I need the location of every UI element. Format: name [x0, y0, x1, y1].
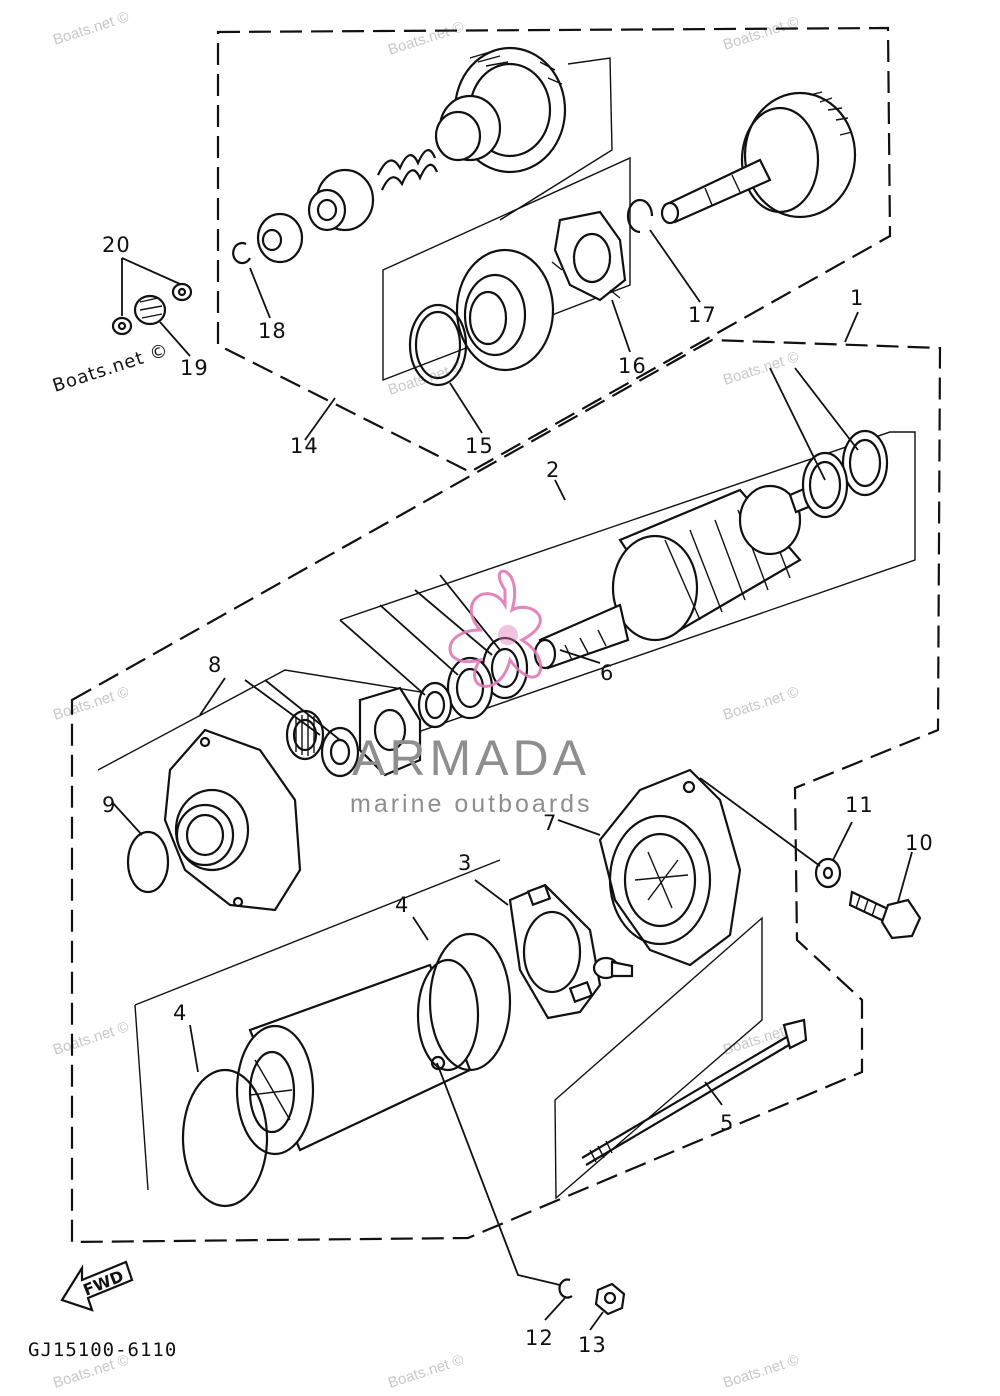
- gasket-4-rear: [428, 932, 512, 1072]
- drawing-code: GJ15100-6110: [28, 1339, 177, 1361]
- washers-near-armature: [801, 429, 889, 519]
- front-cover: [163, 728, 302, 912]
- pinion-gear: [434, 46, 567, 174]
- clip-18: [232, 241, 251, 265]
- pinion-stopper: [307, 168, 375, 232]
- terminal-bolt: [592, 956, 634, 980]
- part-20-washer-right: [171, 282, 193, 302]
- site-watermark: Boats.net ©: [721, 13, 801, 53]
- callout-9: 9: [102, 793, 116, 817]
- site-watermark-dark: Boats.net ©: [50, 339, 171, 396]
- bracket-armature: [339, 431, 916, 753]
- end-cover-7: [598, 768, 742, 967]
- clip-12: [558, 1278, 573, 1299]
- brand-tagline: marine outboards: [350, 790, 593, 818]
- bracket-throughbolt: [554, 916, 763, 1200]
- armada-logo: [448, 569, 543, 688]
- bracket-pinion: [499, 57, 613, 221]
- bracket-clutch: [382, 156, 631, 382]
- washers-6: [417, 636, 529, 729]
- forward-arrow: FWD: [60, 1260, 134, 1312]
- part-20-washer-left: [111, 316, 133, 336]
- callout-20: 20: [102, 233, 131, 257]
- yoke-4: [235, 958, 480, 1156]
- drive-shaft: [660, 91, 857, 225]
- bolt-10: [848, 890, 922, 940]
- callout-19: 19: [180, 356, 209, 380]
- collar: [256, 212, 304, 264]
- armature-2: [533, 480, 828, 670]
- through-bolt-5: [581, 1018, 808, 1166]
- bracket-yoke: [134, 859, 501, 1006]
- nut-13: [594, 1282, 626, 1316]
- bracket-yoke-side: [134, 1004, 149, 1191]
- callout-12: 12: [525, 1326, 554, 1350]
- o-ring-9: [126, 830, 170, 894]
- clip-17: [626, 198, 654, 234]
- callout-2: 2: [546, 458, 560, 482]
- site-watermark: Boats.net ©: [51, 8, 131, 48]
- washer-11: [814, 857, 842, 889]
- callout-14: 14: [290, 434, 319, 458]
- brand-name: ARMADA: [352, 730, 590, 786]
- clutch-15: [455, 248, 555, 372]
- site-watermark: Boats.net ©: [721, 1351, 801, 1391]
- group-1-boundary: [70, 338, 942, 1244]
- callout-11: 11: [845, 793, 874, 817]
- leader-lines: [111, 229, 913, 1331]
- seal-8: [320, 726, 360, 778]
- group-14-boundary: [216, 26, 892, 474]
- callout-4: 4: [173, 1001, 187, 1025]
- callout-5: 5: [720, 1111, 734, 1135]
- site-watermark: Boats.net ©: [51, 1018, 131, 1058]
- callout-4: 4: [395, 893, 409, 917]
- pinion-spring: [377, 149, 439, 191]
- callout-13: 13: [578, 1333, 607, 1357]
- brush-holder-3: [508, 883, 602, 1020]
- callouts: 1 2 3 4 4 5 6 7 8 9 10 11 12 13 14 15 16…: [102, 233, 934, 1357]
- site-watermark: Boats.net ©: [386, 1351, 466, 1391]
- ring-15: [408, 303, 468, 387]
- callout-15: 15: [465, 434, 494, 458]
- site-watermark: Boats.net ©: [386, 18, 466, 58]
- callout-17: 17: [688, 303, 717, 327]
- callout-6: 6: [600, 661, 614, 685]
- callout-18: 18: [258, 319, 287, 343]
- stopper-plate-16: [551, 210, 627, 302]
- callout-7: 7: [543, 811, 557, 835]
- gasket-4-front: [181, 1068, 269, 1208]
- callout-16: 16: [618, 354, 647, 378]
- callout-3: 3: [458, 851, 472, 875]
- callout-8: 8: [208, 653, 222, 677]
- callout-1: 1: [850, 286, 864, 310]
- bearing-plate: [358, 686, 422, 777]
- site-watermark: Boats.net ©: [721, 348, 801, 388]
- callout-10: 10: [905, 831, 934, 855]
- bracket-front-cover: [97, 669, 471, 771]
- part-19-spring: [133, 294, 167, 326]
- site-watermark: Boats.net ©: [721, 683, 801, 723]
- needle-bearing-8: [285, 709, 325, 761]
